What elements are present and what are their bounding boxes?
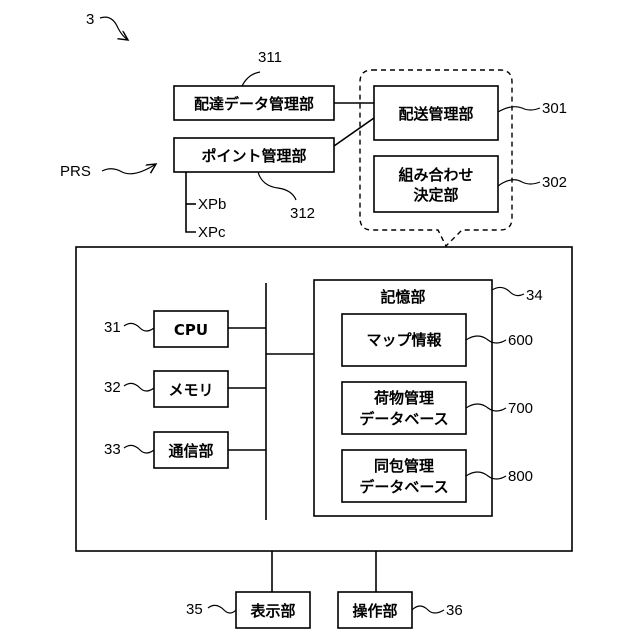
operation-leader [412, 606, 444, 613]
shipping-ref: 301 [542, 100, 567, 117]
display-ref: 35 [186, 601, 203, 618]
delivery-data-leader [242, 72, 260, 86]
combination-label-2: 決定部 [413, 186, 458, 204]
memory-ref: 32 [104, 379, 121, 396]
cpu-ref: 31 [104, 319, 121, 336]
display-leader [208, 605, 236, 613]
prs-label: PRS [60, 163, 91, 180]
map-info-ref: 600 [508, 332, 533, 349]
point-ref: 312 [290, 205, 315, 222]
map-info-label: マップ情報 [366, 331, 442, 349]
cargo-db-label-2: データベース [359, 410, 448, 428]
bundle-db-label-2: データベース [359, 478, 448, 496]
shipping-leader [498, 107, 540, 112]
combination-ref: 302 [542, 174, 567, 191]
combination-label-1: 組み合わせ [398, 166, 473, 184]
operation-label: 操作部 [352, 602, 397, 620]
bundle-db-label-1: 同包管理 [374, 457, 434, 475]
prs-arrow [102, 164, 156, 174]
xpb-label: XPb [198, 196, 226, 213]
memory-label: メモリ [168, 381, 213, 399]
figure-ref-label: 3 [86, 11, 94, 28]
operation-ref: 36 [446, 602, 463, 619]
combination-leader [498, 180, 540, 186]
delivery-data-label: 配達データ管理部 [194, 95, 314, 113]
cargo-db-ref: 700 [508, 400, 533, 417]
delivery-data-ref: 311 [258, 49, 282, 66]
comm-ref: 33 [104, 441, 121, 458]
storage-ref: 34 [526, 287, 543, 304]
storage-label: 記憶部 [380, 288, 425, 306]
point-leader [258, 172, 296, 200]
point-to-shipping-line [334, 118, 374, 146]
comm-label: 通信部 [168, 442, 213, 460]
point-label: ポイント管理部 [201, 147, 306, 165]
xpc-label: XPc [198, 224, 226, 241]
shipping-label: 配送管理部 [398, 105, 473, 123]
figure-ref-arrow [100, 17, 128, 40]
cpu-label: CPU [174, 321, 208, 339]
cargo-db-label-1: 荷物管理 [374, 389, 434, 407]
display-label: 表示部 [250, 602, 295, 620]
point-branch-line [186, 172, 196, 232]
bundle-db-ref: 800 [508, 468, 533, 485]
